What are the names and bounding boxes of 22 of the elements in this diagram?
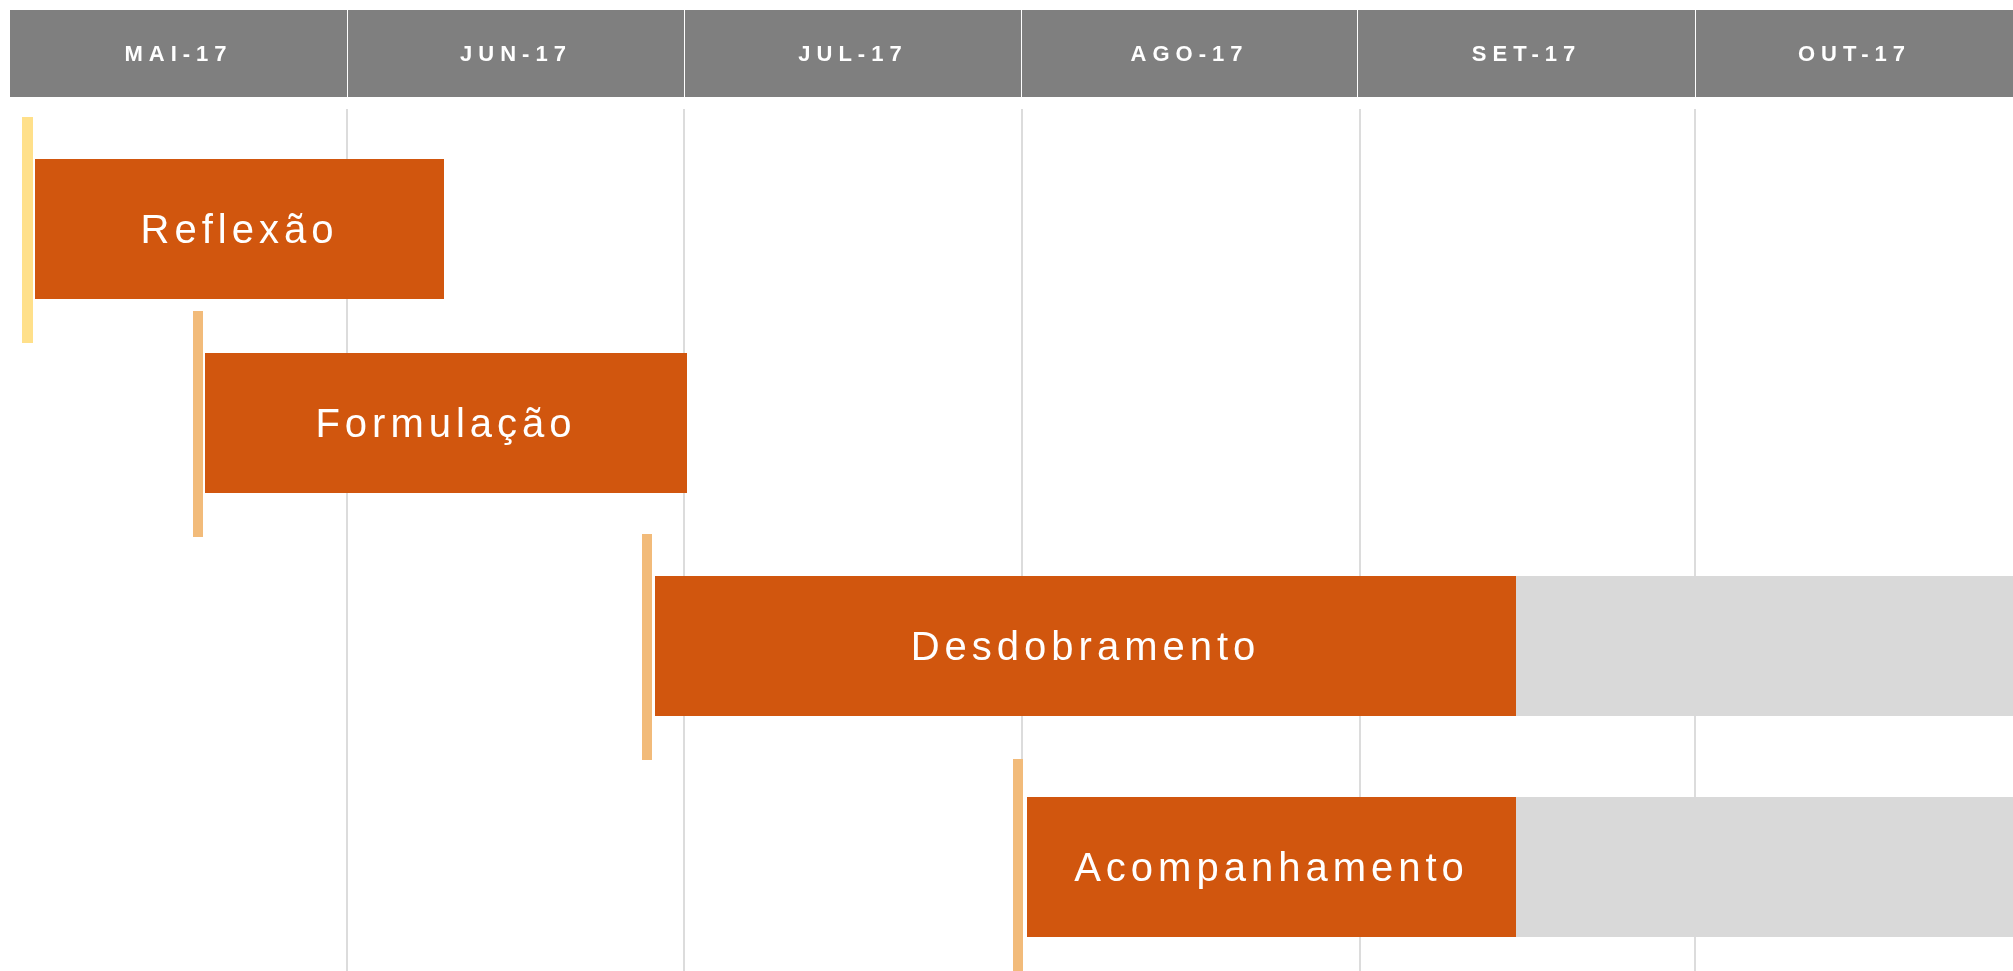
month-header — [347, 10, 684, 97]
remaining-bar — [1516, 797, 2013, 937]
month-label: OUT-17 — [1798, 40, 1911, 67]
remaining-bar — [1516, 576, 2013, 716]
task-label: Desdobramento — [910, 623, 1261, 669]
month-header — [1021, 10, 1357, 97]
task-label: Acompanhamento — [1074, 844, 1469, 890]
month-header — [10, 10, 347, 97]
month-header — [1357, 10, 1695, 97]
task-bar — [205, 353, 687, 493]
month-label: SET-17 — [1471, 40, 1582, 67]
month-header — [1695, 10, 2013, 97]
month-label: JUN-17 — [460, 40, 572, 67]
month-label: JUL-17 — [798, 40, 908, 67]
month-label: AGO-17 — [1130, 40, 1249, 67]
task-bar — [655, 576, 1516, 716]
task-bar — [1027, 797, 1516, 937]
task-bar — [35, 159, 444, 299]
month-header — [684, 10, 1021, 97]
task-label: Formulação — [315, 400, 577, 446]
month-label: MAI-17 — [124, 40, 233, 67]
task-label: Reflexão — [140, 206, 339, 252]
